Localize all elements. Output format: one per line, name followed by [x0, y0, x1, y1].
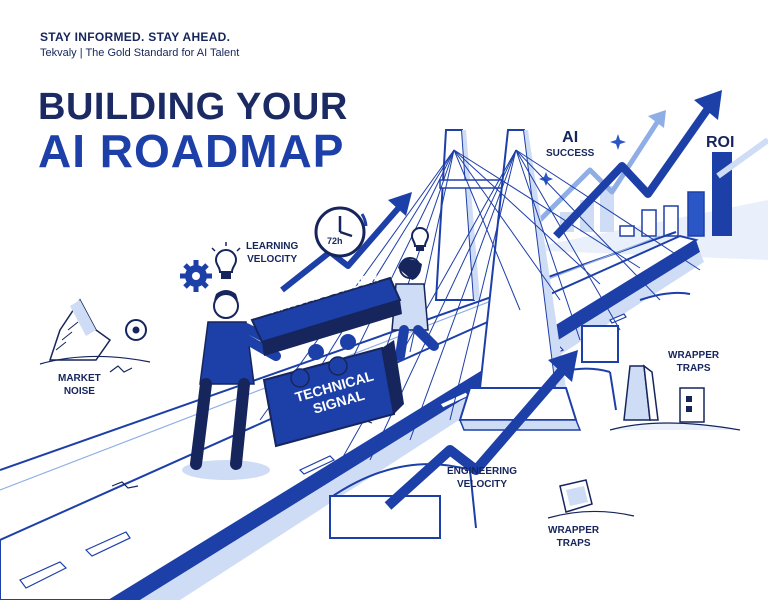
- clock-icon: [314, 206, 368, 258]
- label-market-noise: MARKET NOISE: [58, 373, 101, 398]
- wrapper-traps-ruins-top: [609, 364, 741, 431]
- header-tagline: STAY INFORMED. STAY AHEAD.: [40, 30, 231, 44]
- wrapper-traps-ruins-bottom: [547, 479, 635, 519]
- label-learning-velocity-line-2: VELOCITY: [247, 253, 298, 265]
- sparkles: [539, 134, 626, 186]
- market-noise-ruins: [39, 298, 151, 373]
- label-ai-success-line-1: AI: [562, 129, 579, 146]
- label-learning-velocity: LEARNING VELOCITY: [246, 241, 298, 266]
- page-title-line-1: BUILDING YOUR: [38, 86, 348, 128]
- gear-icon: [180, 260, 212, 292]
- label-wrapper-traps-bottom-line-1: WRAPPER: [548, 525, 600, 536]
- lightbulb-icon: [211, 242, 241, 279]
- technical-signal-piece: [262, 340, 404, 448]
- label-ai-success-line-2: SUCCESS: [546, 148, 595, 159]
- label-learning-velocity-line-1: LEARNING: [246, 241, 299, 252]
- label-ai-success: AI SUCCESS: [546, 128, 594, 161]
- label-wrapper-traps-bottom-line-2: TRAPS: [556, 537, 591, 549]
- label-market-noise-line-1: MARKET: [58, 373, 101, 384]
- ai-roadbuilder-piece: [250, 276, 402, 360]
- lightbulb-icon-2: [410, 226, 430, 251]
- worker-man: [182, 290, 283, 480]
- label-wrapper-traps-top-line-1: WRAPPER: [668, 350, 720, 361]
- ai-success-arrows: [538, 90, 768, 239]
- label-engineering-velocity: ENGINEERING VELOCITY: [447, 466, 517, 491]
- label-roi: ROI: [706, 134, 735, 151]
- page-title-line-2: AI ROADMAP: [38, 125, 345, 177]
- learning-velocity-arrow: [280, 192, 412, 293]
- clock-label: 72h: [327, 236, 343, 246]
- label-wrapper-traps-top: WRAPPER TRAPS: [668, 350, 719, 375]
- roi-bar-chart: [560, 152, 732, 237]
- label-market-noise-line-2: NOISE: [63, 385, 95, 397]
- worker-woman: [374, 257, 439, 361]
- engineering-velocity-arrow: [384, 350, 578, 510]
- label-wrapper-traps-bottom: WRAPPER TRAPS: [548, 525, 599, 550]
- right-tower: [458, 129, 582, 431]
- label-wrapper-traps-top-line-2: TRAPS: [676, 362, 711, 374]
- label-engineering-velocity-line-2: VELOCITY: [457, 478, 508, 490]
- header-subtitle: Tekvaly | The Gold Standard for AI Talen…: [40, 47, 240, 59]
- left-tower: [434, 129, 511, 301]
- label-engineering-velocity-line-1: ENGINEERING: [447, 466, 518, 477]
